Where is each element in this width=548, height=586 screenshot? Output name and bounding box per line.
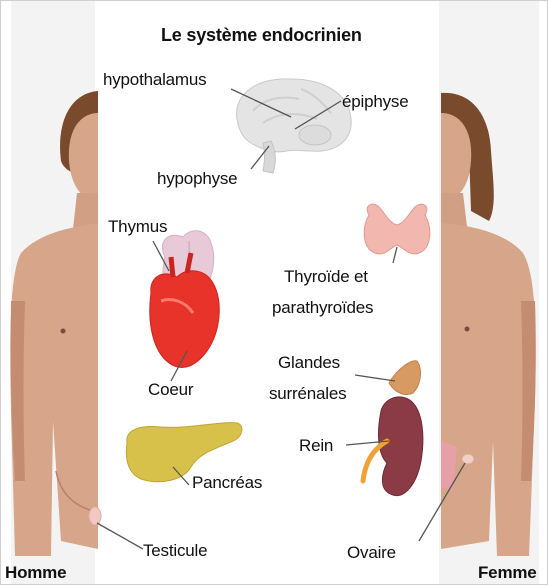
diagram-title: Le système endocrinien [161, 25, 362, 45]
woman-nipple [465, 327, 470, 332]
woman-body [441, 223, 536, 556]
label-rein: Rein [299, 436, 333, 456]
label-ovaire: Ovaire [347, 543, 396, 563]
testicle-leader [97, 523, 143, 549]
label-coeur: Coeur [148, 380, 193, 400]
label-pancreas: Pancréas [192, 473, 262, 493]
label-homme: Homme [5, 563, 66, 583]
ovary-organ [462, 454, 474, 464]
testicle-organ [89, 507, 101, 525]
woman-figure [441, 93, 536, 556]
adrenal-gland-organ [389, 361, 420, 395]
label-glandes-line1: Glandes [278, 353, 340, 373]
kidney-organ [363, 397, 423, 496]
thyroid-organ [364, 204, 430, 254]
label-glandes-line2: surrénales [269, 384, 346, 404]
label-femme: Femme [478, 563, 537, 583]
man-figure [10, 91, 101, 556]
label-hypothalamus: hypothalamus [103, 70, 206, 90]
brain-organ [237, 79, 352, 173]
label-thymus: Thymus [108, 217, 167, 237]
man-nipple [61, 329, 66, 334]
adrenal-leader [355, 375, 395, 381]
thyroid-leader [393, 247, 397, 263]
label-thyroide-line2: parathyroïdes [272, 298, 373, 318]
label-testicule: Testicule [143, 541, 207, 561]
label-thyroide-line1: Thyroïde et [284, 267, 368, 287]
label-epiphyse: épiphyse [342, 92, 408, 112]
label-hypophyse: hypophyse [157, 169, 237, 189]
woman-arm-shadow [521, 301, 536, 481]
